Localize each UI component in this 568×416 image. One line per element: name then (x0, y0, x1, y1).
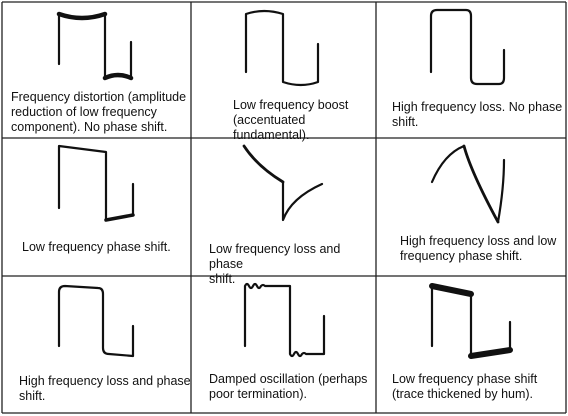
caption-high-frequency-loss-low-frequency-phase-shift: High frequency loss and low frequency ph… (400, 234, 557, 263)
caption-low-frequency-phase-shift-hum: Low frequency phase shift (trace thicken… (392, 372, 538, 401)
caption-low-frequency-phase-shift: Low frequency phase shift. (22, 240, 171, 254)
caption-low-frequency-loss-phase-shift: Low frequency loss and phase shift. (209, 242, 341, 286)
waveform-high-frequency-loss-no-phase (429, 8, 506, 86)
cell-low-frequency-phase-shift-hum: Low frequency phase shift (trace thicken… (376, 276, 566, 413)
caption-high-frequency-loss-phase-shift: High frequency loss and phase shift. (19, 374, 191, 403)
waveform-high-frequency-loss-phase-shift (57, 284, 135, 358)
caption-high-frequency-loss-no-phase: High frequency loss. No phase shift. (392, 100, 563, 129)
cell-damped-oscillation: Damped oscillation (perhaps poor termina… (191, 276, 376, 413)
cell-low-frequency-boost: Low frequency boost (accentuated fundame… (191, 2, 376, 142)
caption-damped-oscillation: Damped oscillation (perhaps poor termina… (209, 372, 368, 401)
caption-frequency-distortion: Frequency distortion (amplitude reductio… (11, 90, 187, 134)
cell-low-frequency-phase-shift: Low frequency phase shift. (2, 138, 191, 276)
cell-low-frequency-loss-phase-shift: Low frequency loss and phase shift. (191, 138, 376, 286)
waveform-low-frequency-phase-shift (57, 144, 135, 222)
waveform-low-frequency-loss-phase-shift (242, 144, 324, 222)
cell-high-frequency-loss-low-frequency-phase-shift: High frequency loss and low frequency ph… (376, 138, 566, 276)
waveform-high-frequency-loss-low-frequency-phase-shift (430, 144, 506, 224)
caption-low-frequency-boost: Low frequency boost (accentuated fundame… (233, 98, 349, 142)
waveform-low-frequency-phase-shift-hum (429, 283, 513, 359)
waveform-damped-oscillation (243, 282, 326, 358)
cell-frequency-distortion: Frequency distortion (amplitude reductio… (2, 2, 191, 138)
cell-high-frequency-loss-no-phase: High frequency loss. No phase shift. (376, 2, 566, 138)
waveform-low-frequency-boost (244, 9, 320, 87)
waveform-frequency-distortion (56, 11, 134, 81)
cell-high-frequency-loss-phase-shift: High frequency loss and phase shift. (2, 276, 191, 413)
